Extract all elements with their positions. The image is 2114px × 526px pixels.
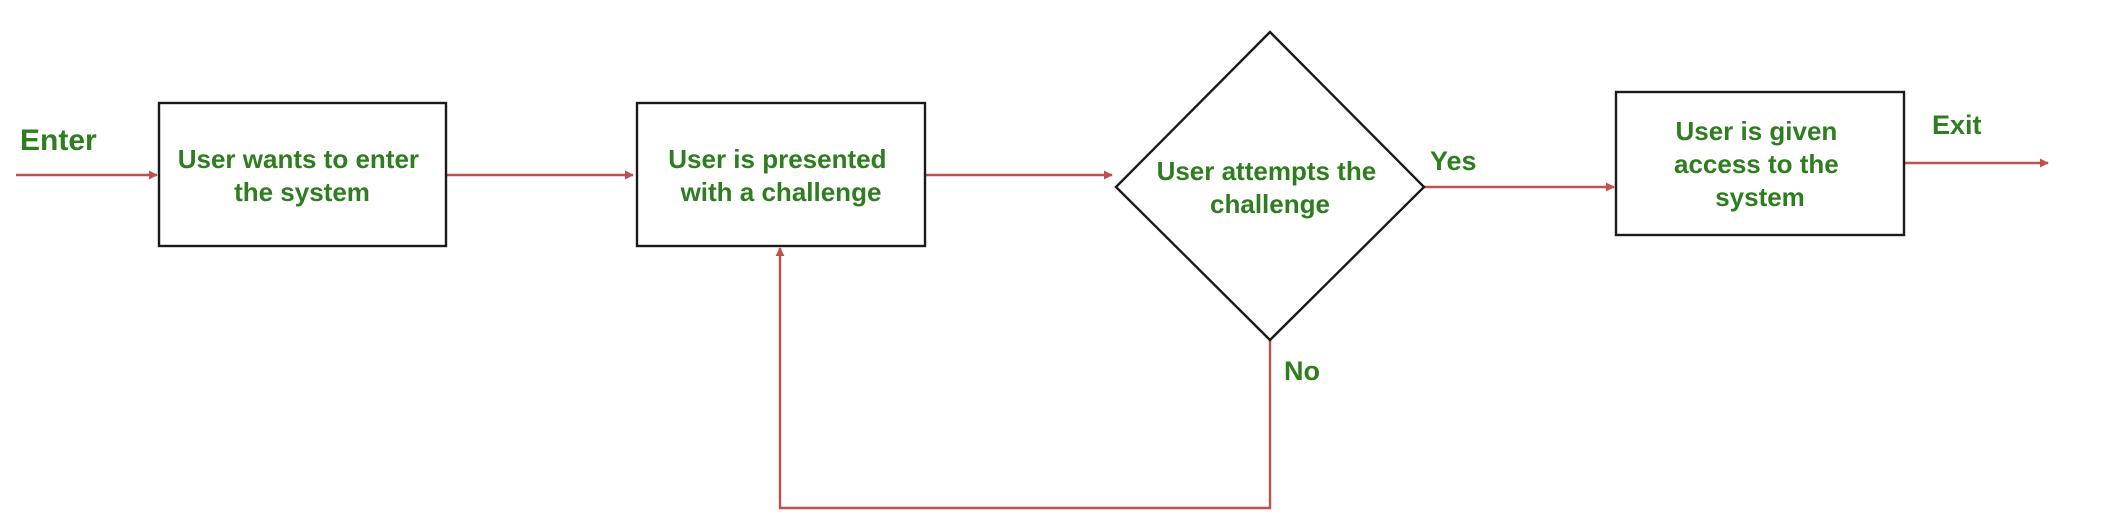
node-challenge-box <box>635 101 927 248</box>
node-challenge-label: User is presented with a challenge <box>668 144 893 207</box>
node-attempt-diamond <box>1114 30 1426 342</box>
node-start-box <box>157 101 448 248</box>
yes-label: Yes <box>1430 146 1477 176</box>
node-access-label: User is given access to the system <box>1674 116 1846 212</box>
edge-attempt-no-loop-back <box>775 247 1272 510</box>
exit-label: Exit <box>1932 110 1982 140</box>
node-attempt-label: User attempts the challenge <box>1157 156 1384 219</box>
no-label: No <box>1284 356 1320 386</box>
node-access-box <box>1614 90 1906 237</box>
enter-label: Enter <box>20 124 97 157</box>
node-start-label: User wants to enter the system <box>178 144 427 207</box>
